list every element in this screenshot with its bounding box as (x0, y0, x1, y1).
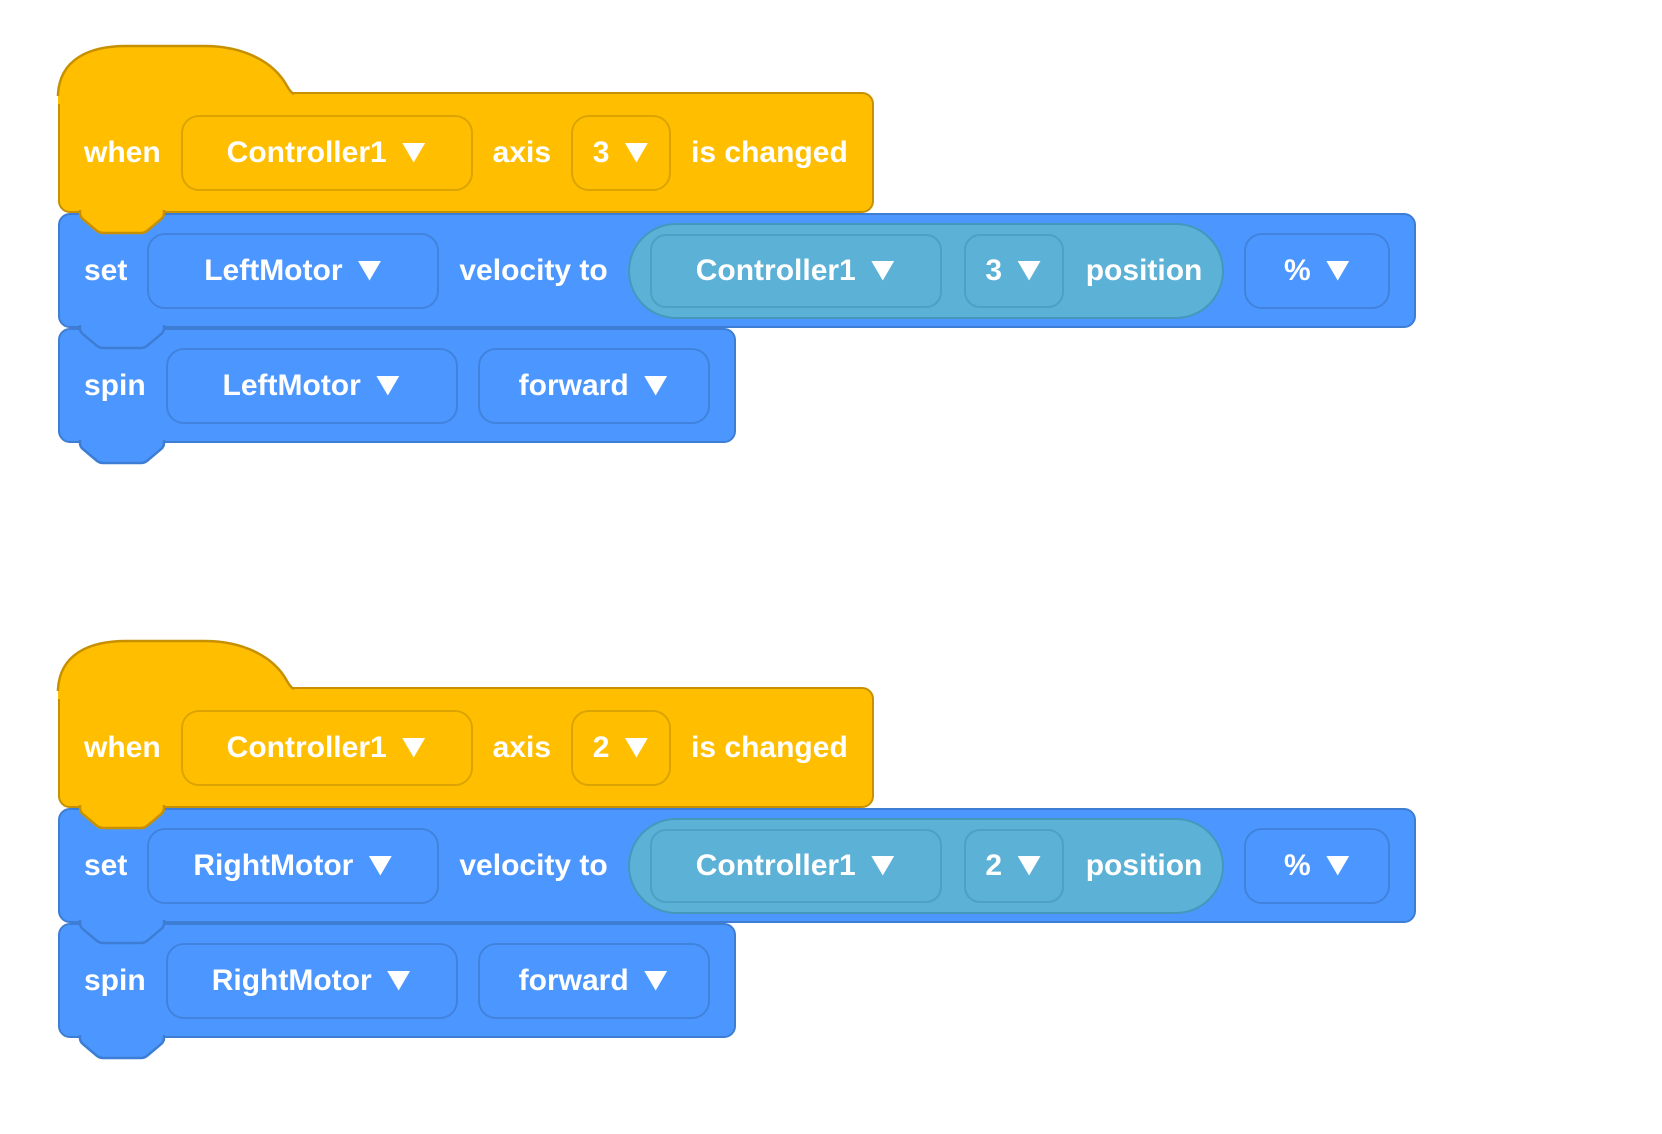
axis-dropdown-value: 3 (592, 135, 610, 169)
dropdown-arrow-icon (871, 855, 895, 876)
axis-dropdown[interactable]: 2 (571, 709, 672, 786)
axis-dropdown[interactable]: 3 (571, 114, 672, 191)
dropdown-arrow-icon (386, 970, 411, 991)
dropdown-arrow-icon (1326, 855, 1350, 876)
controller-dropdown-value: Controller1 (226, 135, 387, 169)
when-label: when (84, 135, 161, 169)
reporter-controller-dropdown[interactable]: Controller1 (649, 233, 942, 308)
controller-position-reporter[interactable]: Controller1 3 position (627, 222, 1225, 319)
block-tab (78, 318, 166, 350)
unit-dropdown-value: % (1284, 848, 1311, 882)
dropdown-arrow-icon (1326, 260, 1350, 281)
motor-dropdown[interactable]: RightMotor (165, 942, 458, 1019)
controller-dropdown-value: Controller1 (695, 848, 856, 882)
reporter-axis-dropdown[interactable]: 3 (963, 233, 1064, 308)
controller-dropdown[interactable]: Controller1 (180, 709, 473, 786)
dropdown-arrow-icon (643, 375, 668, 396)
unit-dropdown[interactable]: % (1244, 232, 1391, 309)
unit-dropdown[interactable]: % (1244, 827, 1391, 904)
motor-dropdown[interactable]: LeftMotor (147, 232, 440, 309)
controller-dropdown[interactable]: Controller1 (180, 114, 473, 191)
dropdown-arrow-icon (1017, 855, 1041, 876)
velocity-to-label: velocity to (459, 848, 608, 882)
direction-dropdown[interactable]: forward (477, 942, 710, 1019)
unit-dropdown-value: % (1284, 253, 1311, 287)
motor-dropdown-value: RightMotor (211, 963, 372, 997)
when-label: when (84, 730, 161, 764)
dropdown-arrow-icon (376, 375, 400, 396)
motor-dropdown[interactable]: RightMotor (147, 827, 440, 904)
spin-motor-block[interactable]: spin LeftMotor forward (58, 328, 736, 465)
when-controller-axis-changed-block[interactable]: when Controller1 axis 2 is changed (56, 639, 874, 830)
set-motor-velocity-block[interactable]: set RightMotor velocity to Controller1 2… (58, 808, 1417, 945)
dropdown-arrow-icon (624, 737, 649, 758)
position-label: position (1085, 848, 1203, 882)
block-tab (78, 203, 166, 235)
velocity-to-label: velocity to (459, 253, 608, 287)
axis-dropdown-value: 2 (592, 730, 610, 764)
motor-dropdown-value: LeftMotor (204, 253, 343, 287)
dropdown-arrow-icon (1017, 260, 1041, 281)
spin-motor-block[interactable]: spin RightMotor forward (58, 923, 736, 1060)
set-label: set (84, 848, 128, 882)
direction-dropdown-value: forward (518, 368, 629, 402)
block-tab (78, 913, 166, 945)
axis-dropdown-value: 2 (985, 848, 1003, 882)
axis-label: axis (492, 135, 552, 169)
controller-dropdown-value: Controller1 (226, 730, 387, 764)
set-motor-velocity-block[interactable]: set LeftMotor velocity to Controller1 3 … (58, 213, 1417, 350)
spin-label: spin (84, 963, 146, 997)
hat-curve (56, 44, 295, 104)
dropdown-arrow-icon (368, 855, 393, 876)
dropdown-arrow-icon (357, 260, 382, 281)
block-tab (78, 433, 166, 465)
dropdown-arrow-icon (871, 260, 895, 281)
hat-curve (56, 639, 295, 699)
block-tab (78, 798, 166, 830)
controller-position-reporter[interactable]: Controller1 2 position (627, 817, 1225, 914)
reporter-controller-dropdown[interactable]: Controller1 (649, 828, 942, 903)
motor-dropdown-value: RightMotor (193, 848, 354, 882)
block-tab (78, 1028, 166, 1060)
motor-dropdown[interactable]: LeftMotor (165, 347, 458, 424)
dropdown-arrow-icon (401, 737, 426, 758)
axis-dropdown-value: 3 (985, 253, 1003, 287)
dropdown-arrow-icon (643, 970, 668, 991)
direction-dropdown-value: forward (518, 963, 629, 997)
spin-label: spin (84, 368, 146, 402)
dropdown-arrow-icon (624, 142, 649, 163)
set-label: set (84, 253, 128, 287)
controller-dropdown-value: Controller1 (695, 253, 856, 287)
motor-dropdown-value: LeftMotor (222, 368, 361, 402)
axis-label: axis (492, 730, 552, 764)
direction-dropdown[interactable]: forward (477, 347, 710, 424)
is-changed-label: is changed (691, 135, 848, 169)
position-label: position (1085, 253, 1203, 287)
is-changed-label: is changed (691, 730, 848, 764)
when-controller-axis-changed-block[interactable]: when Controller1 axis 3 is changed (56, 44, 874, 235)
dropdown-arrow-icon (401, 142, 426, 163)
reporter-axis-dropdown[interactable]: 2 (963, 828, 1064, 903)
